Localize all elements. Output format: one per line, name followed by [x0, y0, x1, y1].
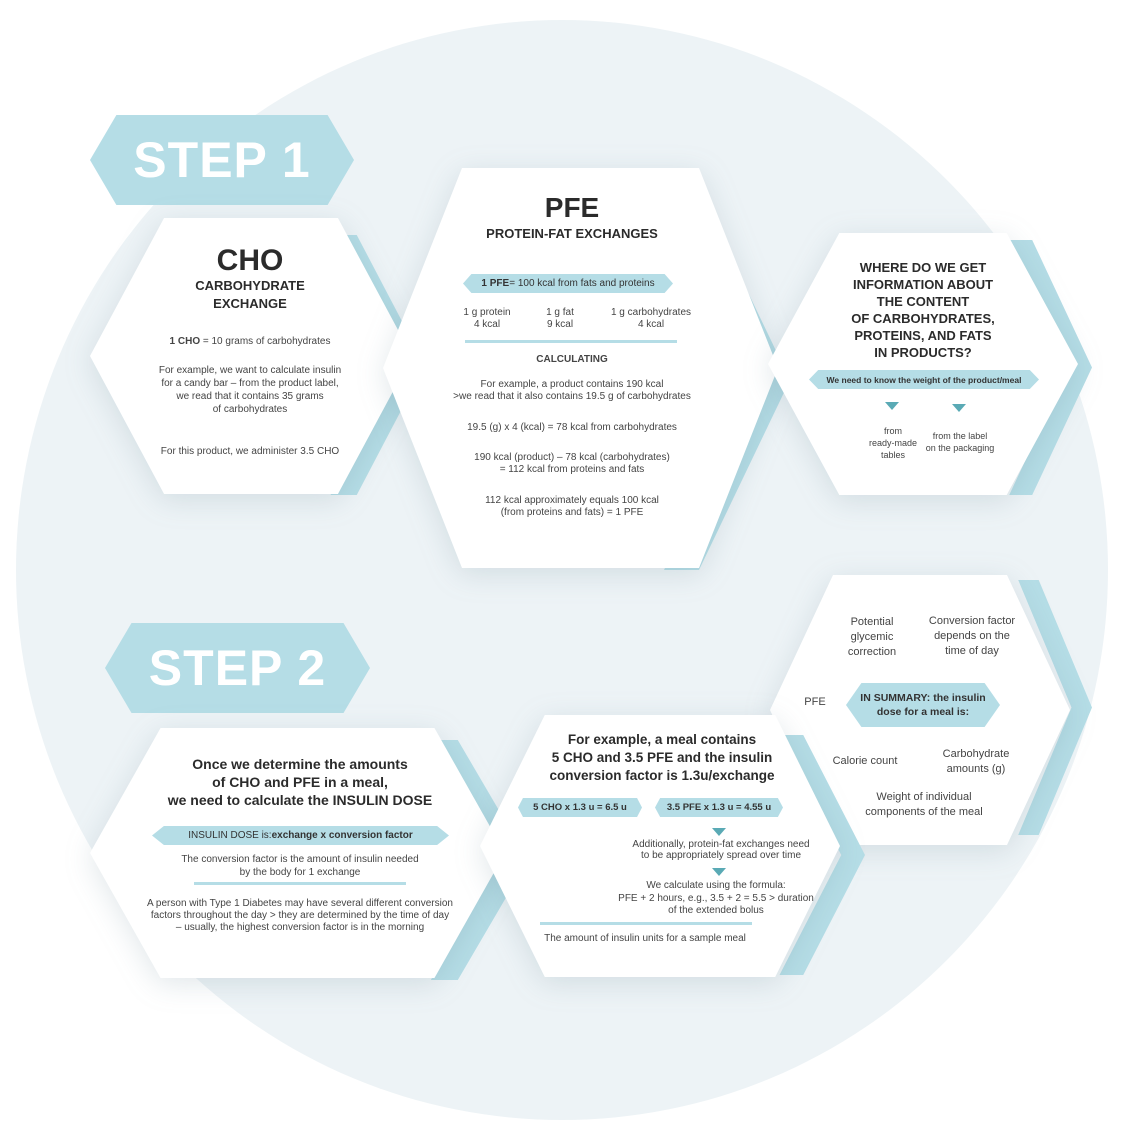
where-hex — [768, 233, 1078, 495]
where-src1-b: ready-made — [868, 438, 918, 448]
summary-weight-2: components of the meal — [865, 806, 983, 818]
pfe-calc-1b: >we read that it also contains 19.5 g of… — [453, 391, 691, 402]
summary-calorie: Calorie count — [832, 755, 898, 767]
pfe-calc-3a: 190 kcal (product) – 78 kcal (carbohydra… — [474, 452, 670, 463]
summary-weight-1: Weight of individual — [876, 791, 972, 803]
example-formula-3: of the extended bolus — [668, 905, 764, 916]
pfe-fat-1: 1 g fat — [546, 307, 574, 318]
cho-example-1: For example, we want to calculate insuli… — [158, 365, 342, 376]
cho-result: For this product, we administer 3.5 CHO — [160, 446, 340, 457]
summary-conv-1: Conversion factor — [928, 615, 1016, 627]
where-q4: OF CARBOHYDRATES, — [851, 311, 995, 326]
example-add-1: Additionally, protein-fat exchanges need — [632, 839, 810, 850]
insulin-hex — [90, 728, 505, 978]
where-q3: THE CONTENT — [876, 294, 970, 309]
example-formula-1: We calculate using the formula: — [646, 880, 786, 891]
cho-subtitle-1: CARBOHYDRATE — [195, 278, 305, 293]
where-src2-a: from the label — [932, 431, 988, 441]
example-cho-pill: 5 CHO x 1.3 u = 6.5 u — [518, 798, 642, 817]
summary-conv-2: depends on the — [934, 630, 1010, 642]
pfe-definition-pill: 1 PFE = 100 kcal from fats and proteins — [463, 274, 673, 293]
example-formula-2: PFE + 2 hours, e.g., 3.5 + 2 = 5.5 > dur… — [618, 893, 814, 904]
example-divider — [540, 922, 752, 925]
example-add-2: to be appropriately spread over time — [640, 850, 802, 861]
summary-pfe: PFE — [804, 696, 826, 708]
where-q2: INFORMATION ABOUT — [852, 277, 994, 292]
cho-title: CHO — [216, 244, 284, 277]
where-q6: IN PRODUCTS? — [874, 345, 972, 360]
pfe-calc-2: 19.5 (g) x 4 (kcal) = 78 kcal from carbo… — [467, 422, 677, 433]
insulin-t1d-3: – usually, the highest conversion factor… — [175, 922, 425, 933]
insulin-t1d-1: A person with Type 1 Diabetes may have s… — [147, 898, 453, 909]
step-1-label: STEP 1 — [90, 115, 354, 205]
insulin-h3: we need to calculate the INSULIN DOSE — [167, 792, 433, 808]
where-need-pill: We need to know the weight of the produc… — [809, 370, 1039, 389]
insulin-cf-1: The conversion factor is the amount of i… — [181, 854, 419, 865]
pfe-protein-1: 1 g protein — [463, 307, 511, 318]
example-result: The amount of insulin units for a sample… — [544, 933, 746, 944]
pfe-calc-4b: (from proteins and fats) = 1 PFE — [500, 507, 644, 518]
summary-conv-3: time of day — [945, 645, 999, 657]
pfe-divider — [465, 340, 677, 343]
where-src2-b: on the packaging — [925, 443, 995, 453]
insulin-h1: Once we determine the amounts — [192, 756, 408, 772]
where-src1-a: from — [884, 426, 902, 436]
cho-subtitle-2: EXCHANGE — [213, 296, 287, 311]
cho-example-3: we read that it contains 35 grams — [176, 391, 324, 402]
pfe-calc-3b: = 112 kcal from proteins and fats — [499, 464, 645, 475]
insulin-divider — [194, 882, 406, 885]
pfe-calc-1a: For example, a product contains 190 kcal — [480, 379, 664, 390]
pfe-calc-4a: 112 kcal approximately equals 100 kcal — [485, 495, 659, 506]
pfe-calc-heading: CALCULATING — [536, 354, 608, 365]
pfe-subtitle: PROTEIN-FAT EXCHANGES — [486, 226, 658, 241]
example-arrow-2 — [712, 868, 726, 876]
summary-carb-1: Carbohydrate — [942, 748, 1010, 760]
insulin-cf-2: by the body for 1 exchange — [239, 867, 361, 878]
summary-glycemic-3: correction — [847, 646, 897, 658]
example-arrow-1 — [712, 828, 726, 836]
where-arrow-1 — [885, 402, 899, 410]
example-h1: For example, a meal contains — [567, 732, 757, 747]
step-2-label: STEP 2 — [105, 623, 370, 713]
pfe-protein-2: 4 kcal — [473, 319, 501, 330]
pfe-fat-2: 9 kcal — [546, 319, 574, 330]
summary-carb-2: amounts (g) — [946, 763, 1006, 775]
where-q5: PROTEINS, AND FATS — [854, 328, 992, 343]
summary-center-pill: IN SUMMARY: the insulin dose for a meal … — [846, 683, 1000, 727]
example-hex — [480, 715, 840, 977]
where-q1: WHERE DO WE GET — [859, 260, 987, 275]
insulin-h2: of CHO and PFE in a meal, — [212, 774, 388, 790]
summary-glycemic-1: Potential — [850, 616, 894, 628]
pfe-title: PFE — [544, 192, 600, 223]
cho-example-2: for a candy bar – from the product label… — [161, 378, 339, 389]
cho-hex — [90, 218, 412, 494]
insulin-t1d-2: factors throughout the day > they are de… — [150, 910, 450, 921]
pfe-hex — [383, 168, 778, 568]
insulin-formula-pill: INSULIN DOSE is: exchange x conversion f… — [152, 826, 449, 845]
example-h2: 5 CHO and 3.5 PFE and the insulin — [551, 750, 773, 765]
where-src1-c: tables — [880, 450, 906, 460]
cho-example-4: of carbohydrates — [212, 404, 288, 415]
where-arrow-2 — [952, 404, 966, 412]
example-h3: conversion factor is 1.3u/exchange — [549, 768, 775, 783]
pfe-carb-2: 4 kcal — [637, 319, 665, 330]
pfe-carb-1: 1 g carbohydrates — [610, 307, 692, 318]
example-pfe-pill: 3.5 PFE x 1.3 u = 4.55 u — [655, 798, 783, 817]
summary-glycemic-2: glycemic — [850, 631, 894, 643]
cho-definition: 1 CHO = 10 grams of carbohydrates — [169, 336, 331, 347]
